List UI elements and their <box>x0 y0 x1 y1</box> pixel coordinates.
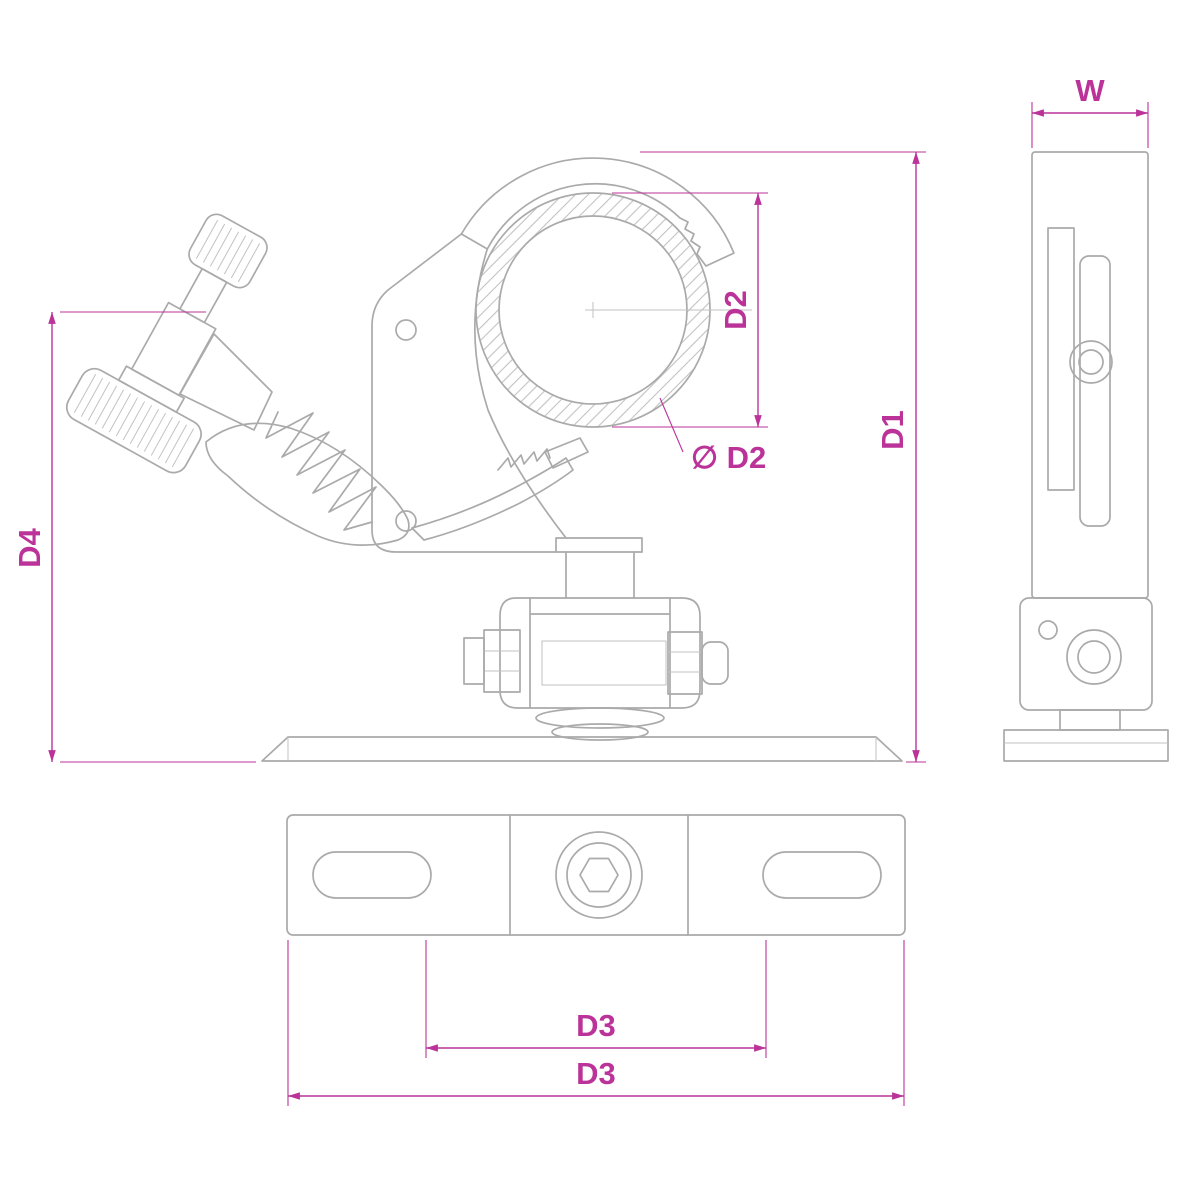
center-bolt-head <box>566 842 632 908</box>
pipe-center-mark <box>585 302 752 318</box>
ratchet-strip <box>1047 227 1075 491</box>
lower-arm <box>205 422 410 546</box>
left-nut <box>483 629 521 693</box>
spring <box>265 411 377 531</box>
lower-pivot-rivet <box>395 510 417 532</box>
threaded-spindle <box>541 640 667 686</box>
dimension-d2-diameter-callout: ∅ D2 <box>659 397 766 475</box>
clamp-tube-profile <box>1031 151 1149 599</box>
dia-d2-leader-line <box>659 397 684 453</box>
base-plate-end <box>1003 729 1169 762</box>
trigger-latch <box>411 437 589 541</box>
dimension-d2: D2 <box>612 192 768 428</box>
base-center-section-lines <box>509 814 689 936</box>
dimension-d4: D4 <box>12 311 256 763</box>
dim-d4-label: D4 <box>12 527 47 567</box>
left-washer <box>463 637 485 685</box>
body-outer-edge <box>371 233 643 553</box>
hook-outline <box>460 157 735 267</box>
dim-d4-extension-lines <box>60 311 256 763</box>
side-view <box>1003 151 1169 762</box>
pivot-bolt-outer <box>1069 340 1113 384</box>
pipe-section <box>475 192 752 428</box>
knob-grip-knurl <box>65 367 202 474</box>
swivel-bracket <box>463 597 729 741</box>
knob-block <box>130 301 217 397</box>
mount-slot-right <box>762 851 882 899</box>
right-nut-facets <box>668 651 702 673</box>
pivot-bolt-inner <box>1078 349 1104 375</box>
pin-hole <box>1038 620 1058 640</box>
spring-coil <box>265 411 377 531</box>
bracket-inner-lines <box>529 597 671 709</box>
base-plate-plan <box>286 814 906 936</box>
dia-d2-label: ∅ D2 <box>691 440 766 475</box>
left-nut-facets <box>484 650 520 672</box>
bracket-outline <box>499 597 701 709</box>
spindle-hole-outer <box>1066 629 1122 685</box>
front-view <box>65 157 903 762</box>
knob-shaft <box>179 267 228 324</box>
body-boss <box>555 537 643 599</box>
dim-d1-label: D1 <box>875 410 910 450</box>
swivel-washer-bottom <box>551 723 649 741</box>
base-plate-bends <box>287 737 877 761</box>
upper-pivot-rivet <box>395 319 417 341</box>
base-plate-profile <box>261 736 903 762</box>
spindle-end-cap <box>701 641 729 685</box>
latch-teeth <box>497 448 551 471</box>
body-inner-edge <box>474 248 567 539</box>
wing-knob-assembly <box>65 213 268 474</box>
swivel-washer-top <box>535 707 665 729</box>
slider-bar <box>1079 255 1111 527</box>
trigger-lever <box>411 457 574 541</box>
dim-d3-outer-label: D3 <box>576 1056 616 1091</box>
dimension-d3-inner: D3 <box>425 940 767 1058</box>
knob-top-ribs <box>195 219 261 283</box>
base-plate-side <box>261 736 903 762</box>
knob-grip-ribs <box>73 374 195 468</box>
clamp-body <box>371 233 643 599</box>
dim-d2-extension-lines <box>612 192 768 428</box>
dimension-w: W <box>1031 73 1149 148</box>
mount-slot-left <box>312 851 432 899</box>
dim-d3-outer-extension-lines <box>287 940 905 1106</box>
center-bolt-washer <box>555 831 643 919</box>
dim-w-extension-lines <box>1031 102 1149 148</box>
clevis-plate <box>179 333 273 431</box>
screw-clevis <box>179 333 410 546</box>
right-nut <box>667 631 703 695</box>
latch-catch <box>544 437 589 469</box>
dim-w-label: W <box>1075 73 1105 108</box>
dimension-d1: D1 <box>640 151 926 763</box>
dimensions: W D1 D2 ∅ D2 D4 D3 D3 <box>12 73 1149 1106</box>
bottom-view <box>286 814 906 936</box>
bracket-block <box>1019 597 1153 711</box>
bracket-neck <box>1059 709 1121 731</box>
dim-d3-inner-label: D3 <box>576 1008 616 1043</box>
spindle-hole-inner <box>1077 640 1111 674</box>
dim-d3-inner-extension-lines <box>425 940 767 1058</box>
dimension-d3-outer: D3 <box>287 940 905 1106</box>
dim-d2-label: D2 <box>718 290 753 330</box>
hook-jaw <box>460 157 735 267</box>
center-bolt-hex-socket <box>579 857 619 893</box>
